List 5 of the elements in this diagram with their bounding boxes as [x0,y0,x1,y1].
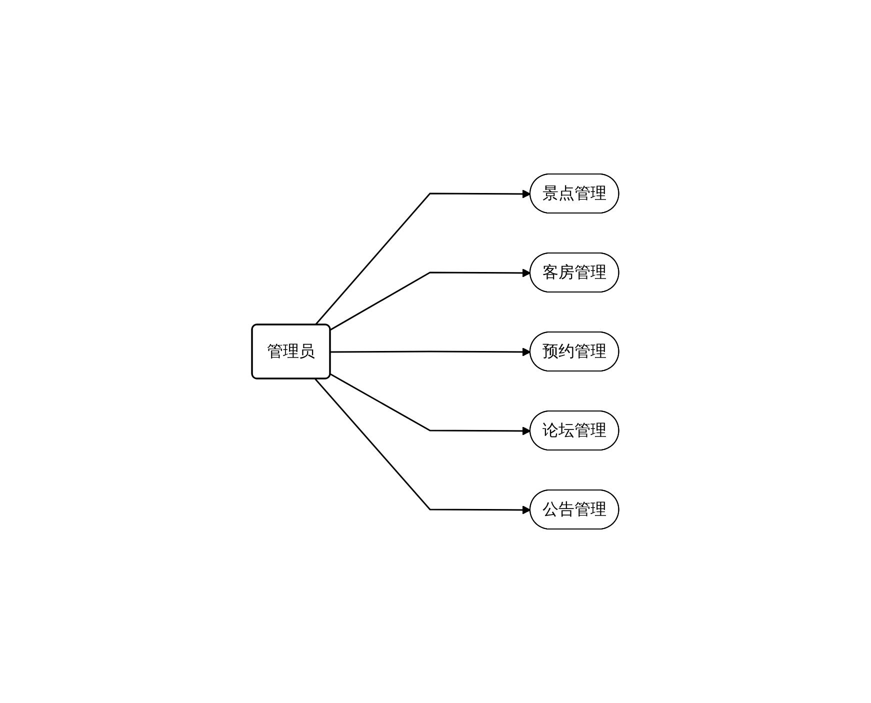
arrow [330,374,532,436]
arrow [314,190,532,326]
arrow [314,378,532,514]
arrow [330,268,532,330]
arrow [330,348,532,356]
